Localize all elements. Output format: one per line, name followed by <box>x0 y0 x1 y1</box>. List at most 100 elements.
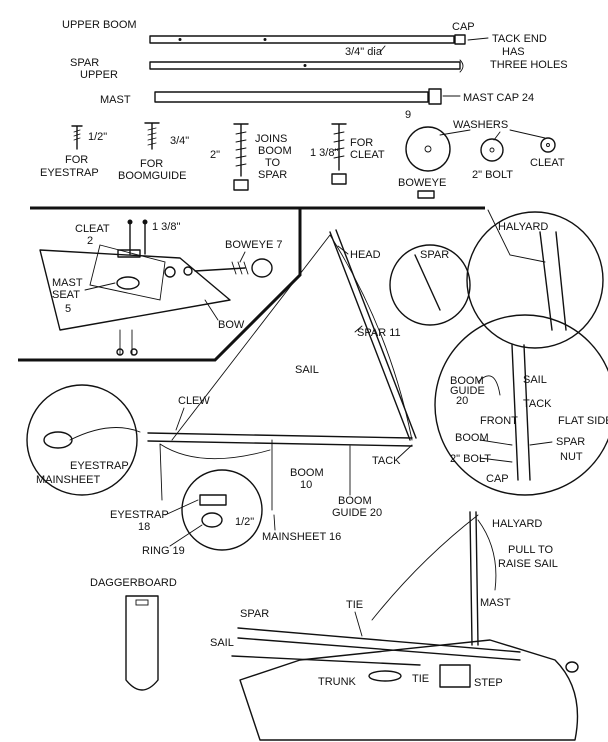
boom-number: 10 <box>300 479 312 491</box>
right-boom-label: BOOM <box>455 432 489 444</box>
upper-spar-label: UPPER <box>80 69 118 81</box>
right-tack-label: TACK <box>523 398 552 410</box>
bolt-washer-hole <box>489 147 495 153</box>
bow-detail-inset: CLEAT 2 1 3/8" MAST SEAT 5 BOWEYE 7 BOW <box>18 208 302 362</box>
boomguide-screw-icon <box>144 122 160 150</box>
daggerboard-label: DAGGERBOARD <box>90 577 177 589</box>
boweye-washer-hole <box>424 145 432 153</box>
step-icon <box>439 664 471 688</box>
cleat-bolt-for: FOR <box>350 137 373 149</box>
cleat-screw-size: 1 3/8" <box>152 221 180 233</box>
left-mainsheet-label: MAINSHEET <box>36 474 100 486</box>
spar-label: SPAR 11 <box>357 327 401 339</box>
mast-seat-line3: 5 <box>65 303 71 315</box>
boat-sail-label: SAIL <box>210 637 234 649</box>
clew-label: CLEW <box>178 395 210 407</box>
cleat-icon <box>117 249 141 258</box>
mast-seat-line1: MAST <box>52 277 83 289</box>
eyestrap-label: EYESTRAP <box>110 509 169 521</box>
trunk-icon <box>368 670 402 682</box>
spar-inset-label: SPAR <box>420 249 449 261</box>
left-eyestrap-label: EYESTRAP <box>70 460 129 472</box>
boom-label: BOOM <box>290 467 324 479</box>
right-inset-pointers <box>479 439 553 463</box>
mast-seat-pointer <box>84 282 116 291</box>
right-boom-guide-line2: GUIDE <box>450 385 485 397</box>
spar-pole <box>329 229 417 441</box>
boomguide-screw-size: 3/4" <box>170 135 189 147</box>
upper-boom-hole <box>263 38 267 41</box>
tie-upper-pointer <box>354 611 363 637</box>
spar-hole <box>303 64 307 67</box>
mast-cap <box>428 88 442 105</box>
boweye-nut-small <box>183 266 193 276</box>
halyard-detail-circle <box>466 211 604 349</box>
joins-bolt-line4: SPAR <box>258 169 287 181</box>
left-inset-circle <box>26 384 138 496</box>
joins-bolt-line3: TO <box>265 157 281 169</box>
bow-eye-small <box>565 661 579 673</box>
left-inset-line <box>69 427 141 441</box>
mast-seat-hole <box>116 276 140 290</box>
right-inset-spar <box>511 344 531 481</box>
parts-list-section: UPPER BOOM 3/4" dia CAP TACK END HAS THR… <box>62 19 568 121</box>
boweye-washer-label: BOWEYE <box>398 177 446 189</box>
cleat-washer-label: CLEAT <box>530 157 565 169</box>
has-label: HAS <box>502 46 525 58</box>
rolled-sail-spars <box>231 627 521 666</box>
spar-inset-pole <box>414 254 441 311</box>
right-bolt-label: 2" BOLT <box>450 453 491 465</box>
upper-boom-cap <box>454 34 466 45</box>
boomguide-screw-for: FOR <box>140 158 163 170</box>
tack-pointer <box>397 444 413 459</box>
mast-label: MAST <box>100 94 131 106</box>
eyestrap-icon <box>199 494 227 506</box>
joins-bolt-size: 2" <box>210 149 220 161</box>
halyard-line <box>487 209 546 263</box>
boom-guide-label: BOOM <box>338 495 372 507</box>
eyestrap-knot-icon <box>43 431 73 449</box>
right-boom-inset: SAIL BOOM GUIDE 20 TACK FRONT FLAT SIDE … <box>434 314 608 496</box>
cap-label: CAP <box>452 21 475 33</box>
ring-size-label: 1/2" <box>235 516 254 528</box>
right-flat-side-label: FLAT SIDE <box>558 415 608 427</box>
mast-cap-label: MAST CAP 24 <box>463 92 534 104</box>
right-nut-label: NUT <box>560 451 583 463</box>
deck-outline <box>39 249 231 331</box>
boat-mast-label: MAST <box>480 597 511 609</box>
bow-label: BOW <box>218 319 245 331</box>
right-boom-guide-line3: 20 <box>456 395 468 407</box>
daggerboard-handle <box>135 599 149 606</box>
boom-guide-number: GUIDE 20 <box>332 507 382 519</box>
upper-spar-tube <box>149 61 461 70</box>
cleat-bolt-icon <box>331 123 347 185</box>
bow-pointer <box>204 299 219 321</box>
upper-boom-tube <box>149 35 455 44</box>
diameter-pointer <box>379 45 386 53</box>
boat-halyard-line <box>371 514 497 621</box>
halyard-label: HALYARD <box>492 518 542 530</box>
head-label: HEAD <box>350 249 381 261</box>
spar-label: SPAR <box>70 57 99 69</box>
eyestrap-screw-for: FOR <box>65 154 88 166</box>
bolt-washer-label: 2" BOLT <box>472 169 513 181</box>
halyard-mast <box>539 231 567 331</box>
three-holes-label: THREE HOLES <box>490 59 568 71</box>
joins-bolt-icon <box>233 123 249 191</box>
joins-bolt-line2: BOOM <box>258 145 292 157</box>
washers-pointers <box>439 129 546 141</box>
mast-seat-plate <box>89 244 166 301</box>
daggerboard-section: DAGGERBOARD <box>90 577 177 691</box>
right-cap-label: CAP <box>486 473 509 485</box>
boweye-pointer <box>239 251 246 263</box>
cleat-washer-icon <box>540 137 556 153</box>
cleat-label: CLEAT <box>75 223 110 235</box>
ring-icon <box>201 512 223 528</box>
right-boom-guide-line1: BOOM <box>450 375 484 387</box>
daggerboard-icon <box>125 595 159 691</box>
mainsheet-line <box>159 439 273 511</box>
pull-line2: RAISE SAIL <box>498 558 558 570</box>
boweye-nut-icon <box>417 190 435 199</box>
rig-assembly: HEAD SPAR 11 SAIL CLEW TACK BOOM 10 BOOM… <box>110 209 604 557</box>
sail-edges <box>171 234 413 441</box>
